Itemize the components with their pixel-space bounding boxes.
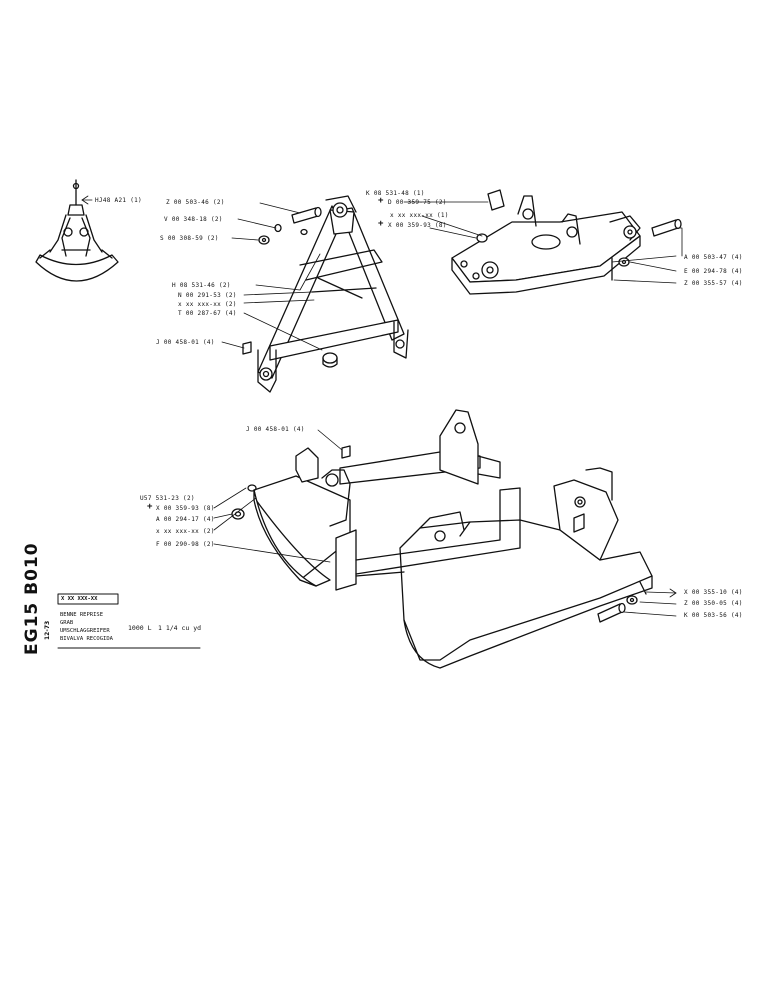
- label-a00-503-47: A 00 503-47 (4): [684, 254, 743, 261]
- label-j00-458-01-a: J 00 458-01 (4): [156, 339, 215, 346]
- label-t00-287-67: T 00 287-67 (4): [178, 310, 237, 317]
- title-fr: BENNE REPRISE: [60, 612, 104, 618]
- label-j00-458-01-b: J 00 458-01 (4): [246, 426, 305, 433]
- pin-and-washer-group-b: [231, 445, 647, 623]
- label-d00-359-75: D 00 359-75 (2): [388, 199, 447, 206]
- label-hj48-a21: HJ48 A21 (1): [95, 197, 142, 204]
- head-piece: [451, 189, 682, 295]
- label-xx-xxx-c: x xx xxx-xx (2): [156, 528, 215, 535]
- part-number-box: X XX XXX-XX: [61, 596, 98, 602]
- label-k08-531-48: K 08 531-48 (1): [366, 190, 425, 197]
- label-u57-531-23: U57 531-23 (2): [140, 495, 195, 502]
- capacity-yards: 1 1/4 cu yd: [158, 624, 202, 632]
- sheet-date: 12-73: [44, 620, 51, 640]
- plus-mark-b: +: [378, 219, 384, 229]
- title-block-frame: [57, 593, 201, 649]
- label-z00-355-57: Z 00 355-57 (4): [684, 280, 743, 287]
- label-n00-291-53: N 00 291-53 (2): [178, 292, 237, 299]
- label-a00-294-17: A 00 294-17 (4): [156, 516, 215, 523]
- label-s00-308-59: S 00 308-59 (2): [160, 235, 219, 242]
- label-k00-503-56: K 00 503-56 (4): [684, 612, 743, 619]
- label-f00-290-98: F 00 290-98 (2): [156, 541, 215, 548]
- leader-lines: [81, 195, 683, 617]
- capacity-litres: 1000 L: [128, 624, 152, 632]
- sheet-code: EG15 B010: [22, 542, 42, 655]
- title-de: UMSCHLAGGREIFER: [60, 628, 110, 634]
- triangle-frame: [257, 195, 409, 393]
- label-x00-359-93-a: X 00 359-93 (8): [388, 222, 447, 229]
- grab-overview-icon: [35, 179, 119, 282]
- title-es: BIVALVA RECOGIDA: [60, 636, 113, 642]
- plus-mark-a: +: [378, 196, 384, 206]
- label-xx-xxx-b: x xx xxx-xx (1): [390, 212, 449, 219]
- label-x00-355-10: X 00 355-10 (4): [684, 589, 743, 596]
- label-e00-294-78: E 00 294-78 (4): [684, 268, 743, 275]
- label-z00-350-05: Z 00 350-05 (4): [684, 600, 743, 607]
- label-z00-503-46: Z 00 503-46 (2): [166, 199, 225, 206]
- title-en: GRAB: [60, 620, 74, 626]
- bucket-assembly: [253, 409, 653, 669]
- label-h08-531-46: H 08 531-46 (2): [172, 282, 231, 289]
- plus-mark-c: +: [147, 502, 153, 512]
- label-x00-359-93-b: X 00 359-93 (8): [156, 505, 215, 512]
- label-xx-xxx-a: x xx xxx-xx (2): [178, 301, 237, 308]
- label-v00-348-18: V 00 348-18 (2): [164, 216, 223, 223]
